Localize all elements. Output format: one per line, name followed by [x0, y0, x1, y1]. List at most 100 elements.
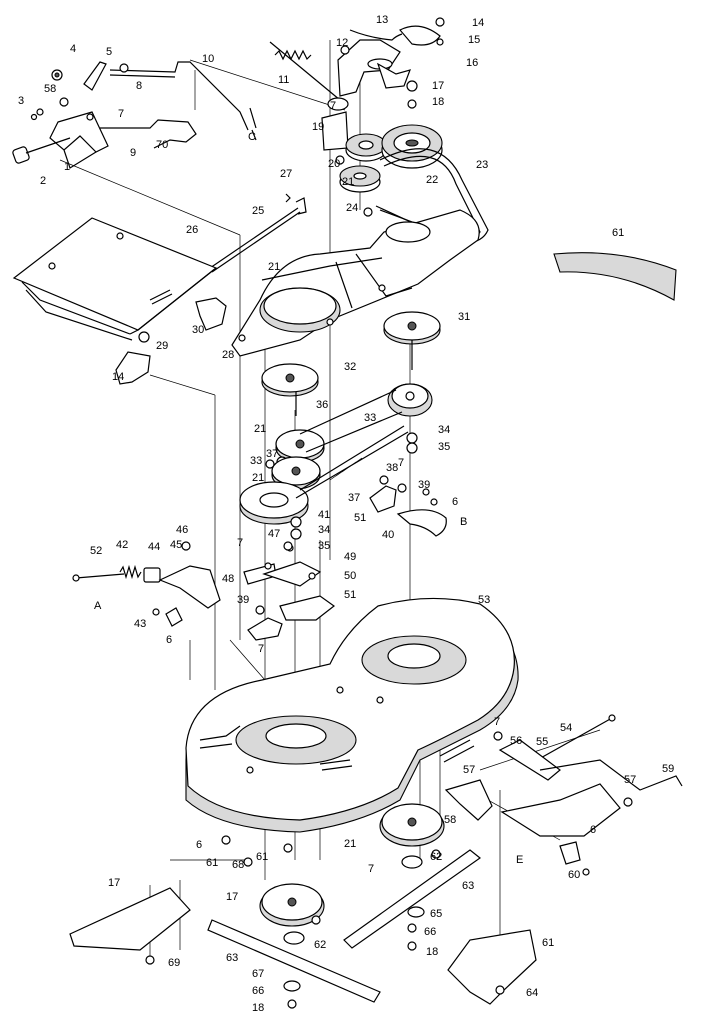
callout-label: 7 — [368, 863, 374, 875]
callout-label: 23 — [476, 159, 488, 171]
callout-label: 35 — [438, 441, 450, 453]
callout-label: 5 — [106, 46, 112, 58]
callout-label: 11 — [278, 74, 289, 86]
callout-label: 21 — [342, 176, 354, 188]
callout-label: 7 — [398, 457, 404, 469]
callout-label: 31 — [458, 311, 470, 323]
callout-label: 6 — [196, 839, 202, 851]
callout-label: 21 — [344, 838, 356, 850]
callout-label: 62 — [430, 851, 442, 863]
callout-label: 15 — [468, 34, 480, 46]
callout-label: 64 — [526, 987, 538, 999]
callout-label: 45 — [170, 539, 182, 551]
callout-label: A — [94, 600, 102, 612]
callout-label: 70 — [156, 139, 168, 151]
callout-label: 65 — [430, 908, 442, 920]
callout-label: 2 — [40, 175, 46, 187]
callout-label: 18 — [426, 946, 438, 958]
callout-label: 40 — [382, 529, 394, 541]
callout-label: 52 — [90, 545, 102, 557]
callout-label: 1 — [64, 161, 70, 173]
callout-label: 57 — [463, 764, 475, 776]
spring-and-rods — [249, 41, 341, 141]
callout-label: 3 — [18, 95, 24, 107]
callout-label: 26 — [186, 224, 198, 236]
callout-label: 67 — [252, 968, 264, 980]
callout-label: 59 — [662, 763, 674, 775]
callout-label: 22 — [426, 174, 438, 186]
callout-label: 29 — [156, 340, 168, 352]
callout-label: 49 — [344, 551, 356, 563]
callout-label: 48 — [222, 573, 234, 585]
callout-label: 13 — [376, 14, 388, 26]
callout-label: 69 — [168, 957, 180, 969]
callout-label: 20 — [328, 158, 340, 170]
callout-label: 61 — [206, 857, 218, 869]
callout-label: 54 — [560, 722, 572, 734]
callout-label: 39 — [418, 479, 430, 491]
callout-label: 12 — [336, 37, 348, 49]
callout-label: 33 — [364, 412, 376, 424]
callout-label: 33 — [250, 455, 262, 467]
callout-label: 38 — [386, 462, 398, 474]
callout-label: 28 — [222, 349, 234, 361]
belt-cover — [231, 209, 480, 357]
baffles — [69, 887, 537, 1005]
callout-label: 7 — [237, 537, 243, 549]
callout-label: 18 — [432, 96, 444, 108]
mower-deck — [185, 597, 519, 833]
right-lift-parts — [444, 714, 683, 876]
center-linkage — [247, 561, 336, 641]
trim-strip — [553, 252, 677, 301]
callout-label: 25 — [252, 205, 264, 217]
callout-label: 30 — [192, 324, 204, 336]
callout-label: 51 — [354, 512, 366, 524]
callout-label: 61 — [612, 227, 624, 239]
callout-label: 10 — [202, 53, 214, 65]
callout-label: 37 — [266, 448, 278, 460]
callout-label: 14 — [472, 17, 484, 29]
deflector-shield — [12, 217, 218, 341]
callout-label: 62 — [314, 939, 326, 951]
shield-brackets — [115, 297, 227, 385]
callout-label: 35 — [318, 540, 330, 552]
callout-label: 63 — [226, 952, 238, 964]
callout-label: 58 — [44, 83, 56, 95]
callout-label: 7 — [330, 100, 336, 112]
callout-label: 21 — [268, 261, 280, 273]
callout-label: 60 — [568, 869, 580, 881]
callout-label: 6 — [590, 824, 596, 836]
callout-label: B — [460, 516, 467, 528]
lift-handle-assembly — [12, 61, 249, 169]
callout-label: 39 — [237, 594, 249, 606]
callout-label: 17 — [432, 80, 444, 92]
callout-label: 16 — [466, 57, 478, 69]
callout-label: 68 — [232, 859, 244, 871]
callout-label: 21 — [252, 472, 264, 484]
callout-label: 46 — [176, 524, 188, 536]
callout-label: 37 — [348, 492, 360, 504]
callout-label: 24 — [346, 202, 358, 214]
upper-idler-bracket — [337, 17, 445, 97]
callout-label: 6 — [452, 496, 458, 508]
callout-label: 53 — [478, 594, 490, 606]
callout-label: 50 — [344, 570, 356, 582]
callout-label: 42 — [116, 539, 128, 551]
callout-label: 34 — [318, 524, 330, 536]
callout-label: 19 — [312, 121, 324, 133]
callout-label: 8 — [136, 80, 142, 92]
callout-label: 7 — [258, 643, 264, 655]
right-bracket-parts — [369, 475, 447, 537]
callout-label: 6 — [166, 634, 172, 646]
callout-label: 17 — [108, 877, 120, 889]
rod-assembly — [209, 193, 307, 273]
callout-label: 41 — [318, 509, 330, 521]
callout-label: 47 — [268, 528, 280, 540]
middle-pulleys — [239, 311, 441, 552]
callout-label: 18 — [252, 1002, 264, 1014]
callout-label: C — [248, 131, 256, 143]
callout-label: 66 — [252, 985, 264, 997]
upper-pulleys — [321, 80, 489, 243]
callout-label: 58 — [444, 814, 456, 826]
